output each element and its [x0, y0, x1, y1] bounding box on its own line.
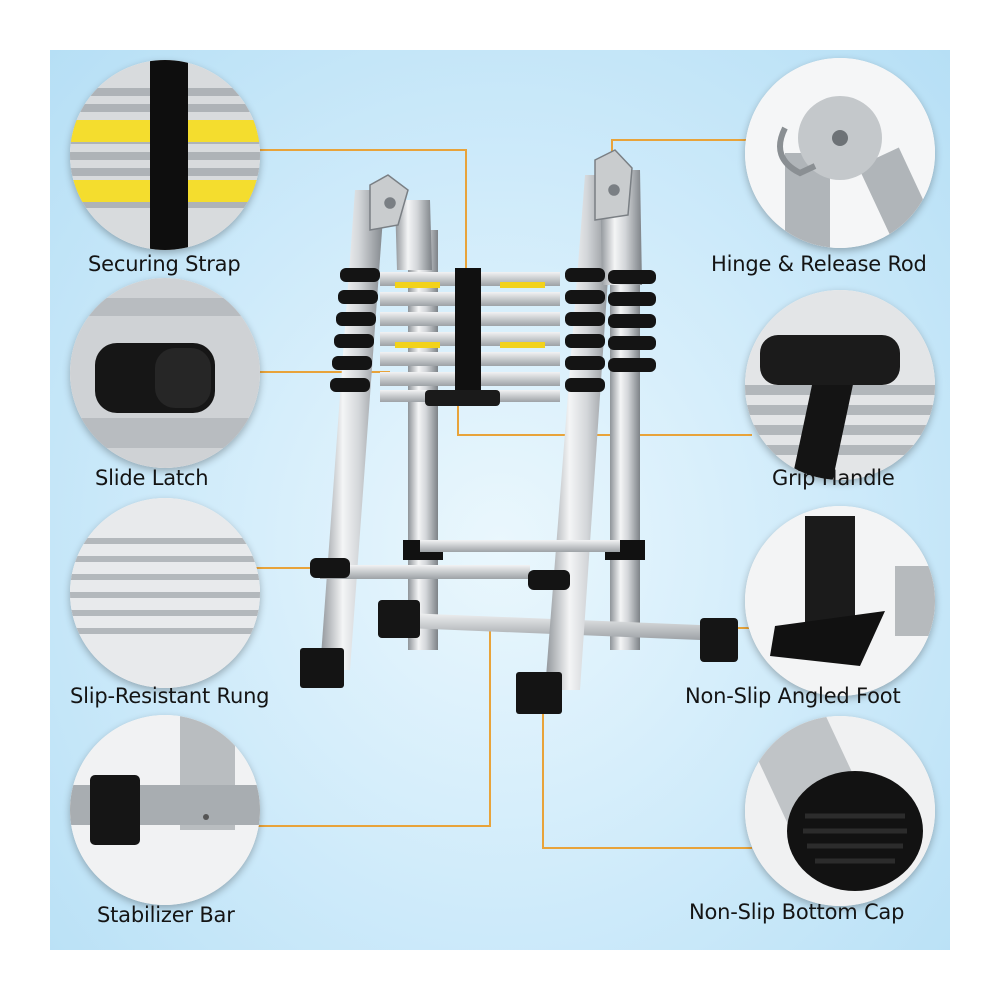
front-left-foot — [300, 648, 344, 688]
leg-collars — [330, 268, 656, 392]
leader-line-bottom-cap — [542, 690, 752, 849]
label-grip-handle: Grip Handle — [772, 466, 895, 490]
callout-grip-handle — [745, 290, 935, 480]
leader-lines — [248, 139, 752, 849]
ladder-front-legs — [320, 170, 642, 690]
grip-handle-photo — [745, 290, 935, 480]
front-right-foot — [516, 672, 562, 714]
label-slide-latch: Slide Latch — [95, 466, 209, 490]
callout-non-slip-angled-foot — [745, 506, 935, 696]
label-securing-strap: Securing Strap — [88, 252, 241, 276]
callout-hinge-release-rod — [745, 58, 935, 248]
hinge-shapes — [369, 149, 633, 231]
callout-stabilizer-bar — [70, 715, 260, 905]
label-stabilizer-bar: Stabilizer Bar — [97, 903, 235, 927]
low-rung — [310, 540, 620, 590]
slip-resistant-rung-photo — [70, 498, 260, 688]
label-slip-resistant-rung: Slip-Resistant Rung — [70, 684, 270, 708]
label-hinge-release-rod: Hinge & Release Rod — [711, 252, 927, 276]
leader-line-stabilizer-bar — [252, 628, 491, 827]
grip-handle-shape — [425, 390, 500, 406]
label-non-slip-angled-foot: Non-Slip Angled Foot — [685, 684, 901, 708]
callout-non-slip-bottom-cap — [745, 716, 935, 906]
hinge-release-rod-photo — [745, 58, 935, 248]
callout-securing-strap — [70, 60, 260, 250]
callout-slide-latch — [70, 278, 260, 468]
slide-latch-photo — [70, 278, 260, 468]
bottom-cap-photo — [745, 716, 935, 906]
angled-foot-photo — [745, 506, 935, 696]
strap-shape — [455, 268, 481, 403]
leader-line-grip-handle — [457, 396, 752, 436]
securing-strap-photo — [70, 60, 260, 250]
stabilizer-bar-photo — [70, 715, 260, 905]
stabilizer-bar-shape — [378, 600, 738, 662]
label-non-slip-bottom-cap: Non-Slip Bottom Cap — [689, 900, 905, 924]
callout-slip-resistant-rung — [70, 498, 260, 688]
